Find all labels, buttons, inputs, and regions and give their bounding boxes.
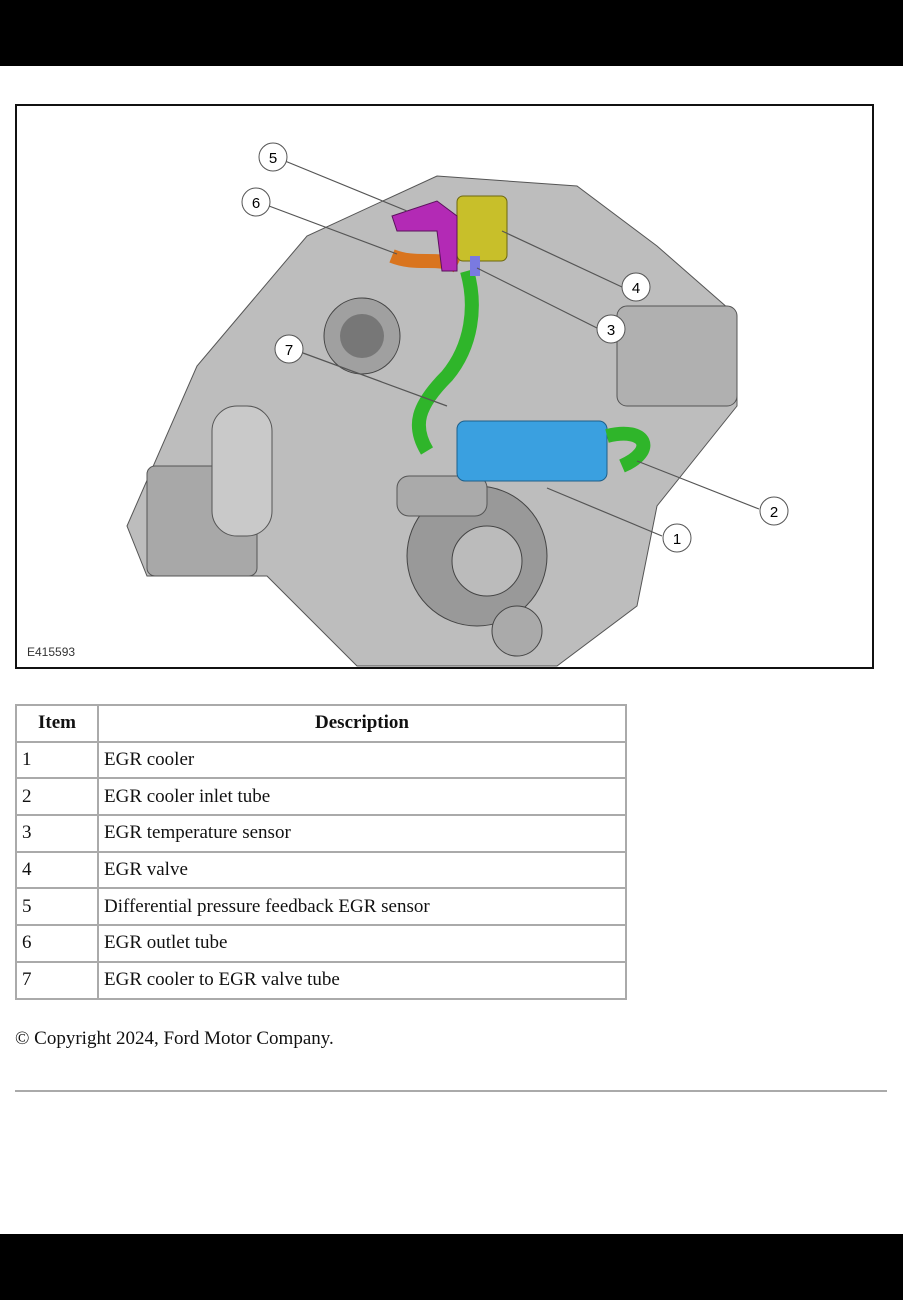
divider	[15, 1090, 887, 1092]
callout-2: 2	[759, 496, 789, 526]
callouts: 5 6 4 3 7 2 1	[241, 142, 789, 553]
item-description: EGR cooler	[97, 740, 627, 780]
svg-text:3: 3	[607, 322, 615, 339]
item-number: 2	[15, 777, 99, 817]
item-description: EGR outlet tube	[97, 924, 627, 963]
callout-7: 7	[274, 334, 304, 364]
item-description: Differential pressure feedback EGR senso…	[97, 887, 627, 927]
svg-text:4: 4	[632, 280, 640, 297]
engine-drawing: 5 6 4 3 7 2 1	[126, 142, 789, 667]
dp-feedback-sensor	[391, 200, 458, 272]
table-header-row: Item Description	[15, 704, 627, 743]
callout-1: 1	[662, 523, 692, 553]
callout-3: 3	[596, 314, 626, 344]
item-description: EGR temperature sensor	[97, 814, 627, 853]
egr-cooler	[456, 420, 608, 482]
callout-5: 5	[258, 142, 288, 172]
item-number: 7	[15, 960, 99, 1000]
item-number: 5	[15, 887, 99, 927]
header-item: Item	[15, 704, 99, 743]
item-number: 6	[15, 924, 99, 963]
callout-4: 4	[621, 272, 651, 302]
svg-text:7: 7	[285, 342, 293, 359]
item-description: EGR cooler inlet tube	[97, 777, 627, 817]
leader-lines	[268, 160, 760, 537]
svg-text:6: 6	[252, 195, 260, 212]
svg-text:5: 5	[269, 150, 277, 167]
egr-temperature-sensor	[470, 256, 480, 276]
bottom-bar	[0, 1234, 903, 1300]
item-number: 4	[15, 850, 99, 890]
egr-cooler-inlet-tube	[605, 426, 651, 473]
svg-text:1: 1	[673, 531, 681, 548]
egr-valve	[456, 195, 508, 262]
engine-block	[126, 175, 738, 667]
header-description: Description	[97, 704, 627, 743]
figure-id: E415593	[27, 645, 76, 659]
item-description: EGR cooler to EGR valve tube	[97, 960, 627, 1000]
engine-illustration: 5 6 4 3 7 2 1 E415593	[15, 104, 874, 669]
top-bar	[0, 0, 903, 66]
item-number: 1	[15, 740, 99, 780]
item-number: 3	[15, 814, 99, 853]
copyright-notice: © Copyright 2024, Ford Motor Company.	[15, 1028, 334, 1049]
svg-text:2: 2	[770, 504, 778, 521]
callout-6: 6	[241, 187, 271, 217]
item-description: EGR valve	[97, 850, 627, 890]
egr-cooler-to-valve-tube	[411, 269, 479, 455]
